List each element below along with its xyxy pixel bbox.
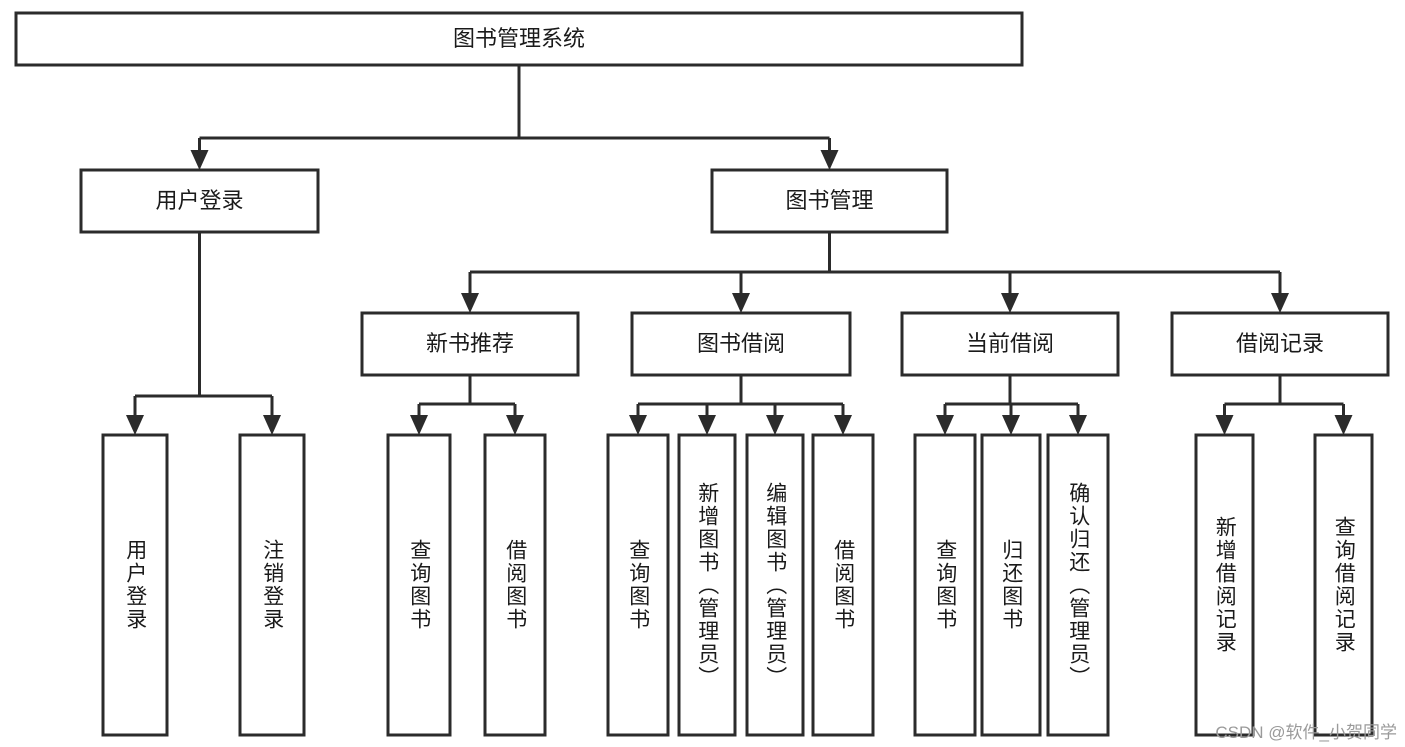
node-l1-用户登录-label: 用户登录 — [155, 188, 243, 213]
node-leaf-2[interactable] — [386, 433, 452, 737]
node-leaf-1[interactable] — [238, 433, 306, 737]
node-root-图书管理系统[interactable]: 图书管理系统 — [14, 11, 1024, 67]
connector-arrow — [410, 404, 428, 435]
node-leaf-10-box[interactable] — [1046, 433, 1110, 737]
node-leaf-5-box[interactable] — [677, 433, 737, 737]
node-l2-新书推荐-box[interactable] — [360, 311, 580, 377]
node-l2-图书借阅-label: 图书借阅 — [697, 331, 785, 356]
node-l1-用户登录-box[interactable] — [79, 168, 320, 234]
node-leaf-8[interactable] — [913, 433, 977, 737]
node-l1-用户登录[interactable]: 用户登录 — [79, 168, 320, 234]
connector-arrow — [1215, 404, 1234, 435]
node-l2-当前借阅-box[interactable] — [900, 311, 1120, 377]
connector-arrow — [1069, 404, 1087, 435]
node-leaf-12[interactable] — [1313, 433, 1374, 737]
watermark: CSDN @软件_小贺同学 — [1215, 723, 1397, 742]
node-leaf-11-box[interactable] — [1194, 433, 1255, 737]
connector-arrow — [1334, 404, 1353, 435]
node-l1-图书管理[interactable]: 图书管理 — [710, 168, 949, 234]
connector-arrow — [1001, 272, 1019, 313]
connector-arrow — [506, 404, 524, 435]
node-l2-借阅记录-label: 借阅记录 — [1236, 331, 1324, 356]
node-l2-借阅记录[interactable]: 借阅记录 — [1170, 311, 1390, 377]
node-leaf-5[interactable] — [677, 433, 737, 737]
connector-arrow — [629, 404, 647, 435]
node-leaf-7[interactable] — [811, 433, 875, 737]
node-leaf-3-box[interactable] — [483, 433, 547, 737]
node-root-图书管理系统-box[interactable] — [14, 11, 1024, 67]
node-l2-当前借阅[interactable]: 当前借阅 — [900, 311, 1120, 377]
node-leaf-9-box[interactable] — [980, 433, 1042, 737]
node-leaf-0-box[interactable] — [101, 433, 169, 737]
node-leaf-9[interactable] — [980, 433, 1042, 737]
node-l2-新书推荐-label: 新书推荐 — [426, 331, 514, 356]
connector-arrow — [936, 404, 954, 435]
connector-arrow — [126, 396, 144, 435]
node-l2-新书推荐[interactable]: 新书推荐 — [360, 311, 580, 377]
connector-arrow — [834, 404, 852, 435]
connector-arrow — [1271, 272, 1289, 313]
node-leaf-12-box[interactable] — [1313, 433, 1374, 737]
connector-arrow — [263, 396, 281, 435]
node-leaf-1-box[interactable] — [238, 433, 306, 737]
connector-arrow — [698, 404, 716, 435]
node-leaf-8-box[interactable] — [913, 433, 977, 737]
connector-arrow — [732, 272, 750, 313]
node-leaf-7-box[interactable] — [811, 433, 875, 737]
node-leaf-4-box[interactable] — [606, 433, 670, 737]
node-l2-图书借阅[interactable]: 图书借阅 — [630, 311, 852, 377]
node-leaf-6-box[interactable] — [745, 433, 805, 737]
node-leaf-10[interactable] — [1046, 433, 1110, 737]
node-root-图书管理系统-label: 图书管理系统 — [453, 26, 585, 51]
node-leaf-4[interactable] — [606, 433, 670, 737]
node-leaf-11[interactable] — [1194, 433, 1255, 737]
node-leaf-0[interactable] — [101, 433, 169, 737]
connector-arrow — [766, 404, 784, 435]
node-l1-图书管理-label: 图书管理 — [785, 188, 873, 213]
node-leaf-3[interactable] — [483, 433, 547, 737]
node-leaf-6[interactable] — [745, 433, 805, 737]
connector-arrow — [820, 138, 839, 170]
connector-arrow — [190, 138, 209, 170]
connector-arrow — [461, 272, 479, 313]
connector-arrow — [1002, 404, 1020, 435]
node-l2-当前借阅-label: 当前借阅 — [966, 331, 1054, 356]
node-leaf-2-box[interactable] — [386, 433, 452, 737]
